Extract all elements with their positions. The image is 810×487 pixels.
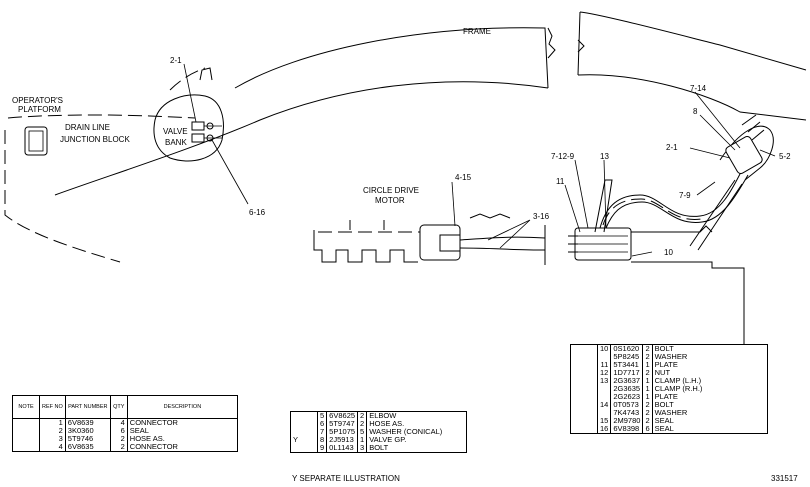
- label-drain-line: DRAIN LINE: [65, 123, 110, 132]
- callout-8: 8: [693, 107, 698, 116]
- label-valve-bank-2: BANK: [165, 138, 187, 147]
- callout-7-14: 7-14: [690, 84, 707, 93]
- callout-7-9: 7-9: [679, 191, 691, 200]
- operators-platform-outline: [7, 114, 196, 119]
- header-part-number: PART NUMBER: [65, 395, 111, 419]
- valve-group: [725, 135, 763, 175]
- header-ref-no: REF NO: [39, 395, 66, 419]
- label-valve-bank: VALVE: [163, 127, 188, 136]
- valve-bank-outline: [153, 94, 224, 162]
- label-circle-drive: CIRCLE DRIVE: [363, 186, 419, 195]
- header-qty: QTY: [110, 395, 128, 419]
- frame-outline-lower: [54, 81, 549, 196]
- parts-table-1: NOTE REF NO PART NUMBER QTY DESCRIPTION …: [12, 395, 238, 452]
- callout-6-16: 6-16: [249, 208, 266, 217]
- figure-number: 331517: [771, 474, 798, 483]
- callout-4-15: 4-15: [455, 173, 472, 182]
- label-frame: FRAME: [463, 27, 491, 36]
- parts-table-header: NOTE REF NO PART NUMBER QTY DESCRIPTION: [12, 395, 238, 419]
- callout-7-12-9: 7-12-9: [551, 152, 575, 161]
- callout-10: 10: [664, 248, 673, 257]
- label-operators-platform-2: PLATFORM: [18, 105, 61, 114]
- callout-13: 13: [600, 152, 609, 161]
- frame-outline-right: [579, 11, 807, 71]
- callout-11: 11: [556, 177, 565, 186]
- callout-2-1-right: 2-1: [666, 143, 678, 152]
- callout-5-2: 5-2: [779, 152, 791, 161]
- footnote-separate-illustration: Y SEPARATE ILLUSTRATION: [292, 474, 400, 483]
- header-note: NOTE: [12, 395, 40, 419]
- frame-outline-upper: [234, 27, 549, 89]
- callout-3-16: 3-16: [533, 212, 550, 221]
- header-description: DESCRIPTION: [127, 395, 238, 419]
- drain-junction-block: [24, 126, 48, 156]
- label-operators-platform: OPERATOR'S: [12, 96, 63, 105]
- label-drain-line-2: JUNCTION BLOCK: [60, 135, 130, 144]
- label-circle-drive-2: MOTOR: [375, 196, 405, 205]
- hose-route-upper: [599, 169, 743, 229]
- hose-route-diagonal: [689, 179, 743, 251]
- callout-2-1-left: 2-1: [170, 56, 182, 65]
